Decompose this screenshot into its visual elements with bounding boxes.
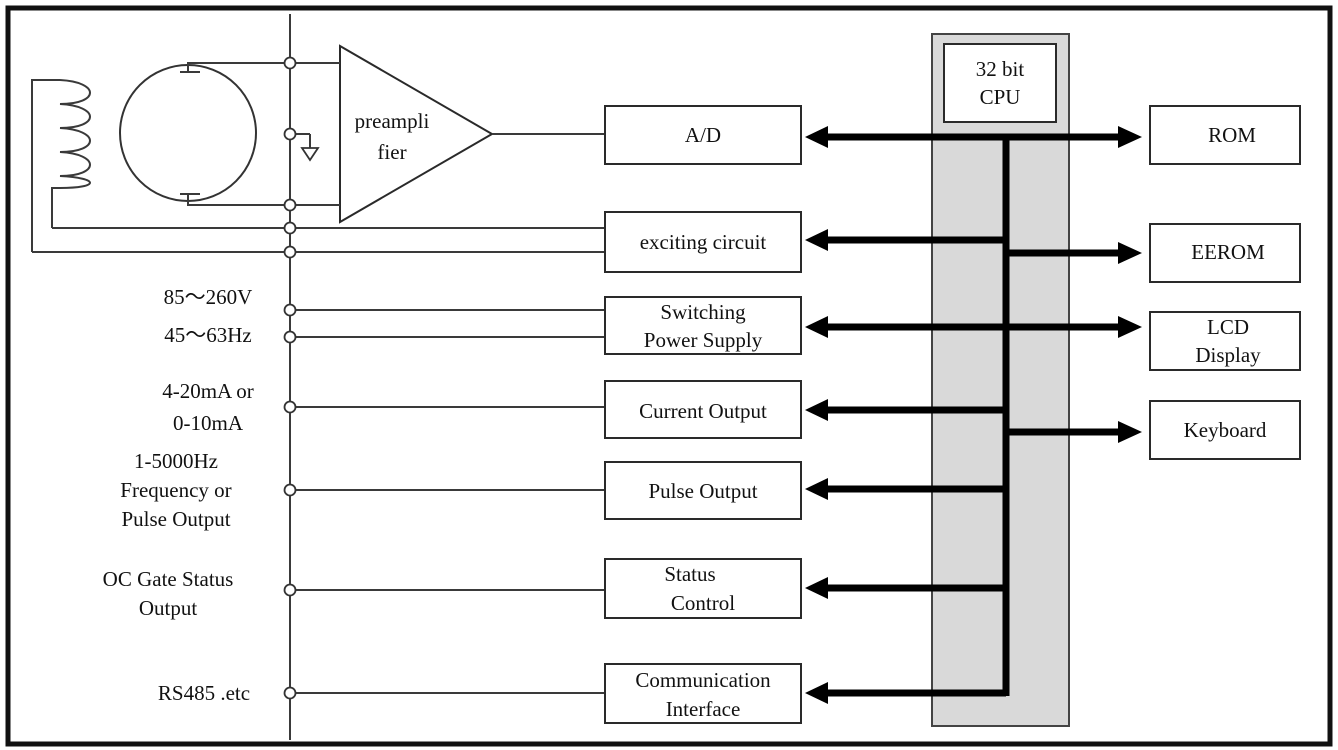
cpu-panel	[931, 33, 1070, 727]
status-control-label-2: Control	[671, 591, 735, 615]
terminal	[283, 686, 297, 700]
communication-interface-block	[604, 663, 802, 724]
lcd-display-label-1: LCD	[1207, 315, 1249, 339]
power-supply-label-2: Power Supply	[644, 328, 763, 352]
pulse-range-label-2: Frequency or	[120, 478, 231, 502]
terminal	[283, 56, 297, 70]
current-range-label-1: 4-20mA or	[162, 379, 254, 403]
terminal	[283, 400, 297, 414]
pulse-output-block	[604, 461, 802, 520]
rom-block	[1149, 105, 1301, 165]
electrode-top-wire	[187, 62, 290, 65]
status-control-label-1: Status	[664, 562, 715, 586]
exciting-circuit-label: exciting circuit	[640, 230, 767, 254]
power-supply-label-1: Switching	[660, 300, 746, 324]
terminal	[283, 127, 297, 141]
preamplifier-label-2: fier	[377, 140, 406, 164]
eerom-block	[1149, 223, 1301, 283]
lcd-display-block	[1149, 311, 1301, 371]
eerom-label: EEROM	[1191, 240, 1265, 264]
rs485-label: RS485 .etc	[158, 681, 250, 705]
terminal	[283, 330, 297, 344]
oc-gate-label-1: OC Gate Status	[103, 567, 234, 591]
ad-block	[604, 105, 802, 165]
terminal	[283, 483, 297, 497]
cpu-label-2: CPU	[980, 85, 1021, 109]
current-range-label-2: 0-10mA	[173, 411, 244, 435]
pulse-output-label: Pulse Output	[648, 479, 757, 503]
terminal	[283, 303, 297, 317]
electrode-sensor-icon	[119, 64, 257, 202]
cpu-block	[943, 43, 1057, 123]
terminal	[283, 198, 297, 212]
excitation-coil-icon	[31, 79, 91, 252]
keyboard-block	[1149, 400, 1301, 460]
pulse-range-label-3: Pulse Output	[121, 507, 230, 531]
frequency-label: 45～63Hz	[164, 323, 252, 347]
ad-label: A/D	[685, 123, 721, 147]
current-output-block	[604, 380, 802, 439]
power-supply-block	[604, 296, 802, 355]
lcd-display-label-2: Display	[1195, 343, 1261, 367]
diagram-frame	[5, 5, 1333, 747]
terminals	[283, 56, 297, 700]
terminal	[283, 245, 297, 259]
electrode-bottom-wire	[187, 201, 290, 206]
voltage-label: 85～260V	[164, 285, 253, 309]
preamplifier-block: preampli fier	[290, 44, 605, 224]
status-control-block	[604, 558, 802, 619]
current-output-label: Current Output	[639, 399, 767, 423]
communication-interface-label-1: Communication	[635, 668, 771, 692]
terminal	[283, 221, 297, 235]
exciting-circuit-block	[604, 211, 802, 273]
keyboard-label: Keyboard	[1184, 418, 1267, 442]
terminal	[283, 583, 297, 597]
oc-gate-label-2: Output	[139, 596, 198, 620]
cpu-label-1: 32 bit	[976, 57, 1025, 81]
rom-label: ROM	[1208, 123, 1256, 147]
pulse-range-label-1: 1-5000Hz	[134, 449, 218, 473]
data-bus	[805, 126, 1142, 704]
communication-interface-label-2: Interface	[666, 697, 741, 721]
preamplifier-label-1: preampli	[355, 109, 430, 133]
